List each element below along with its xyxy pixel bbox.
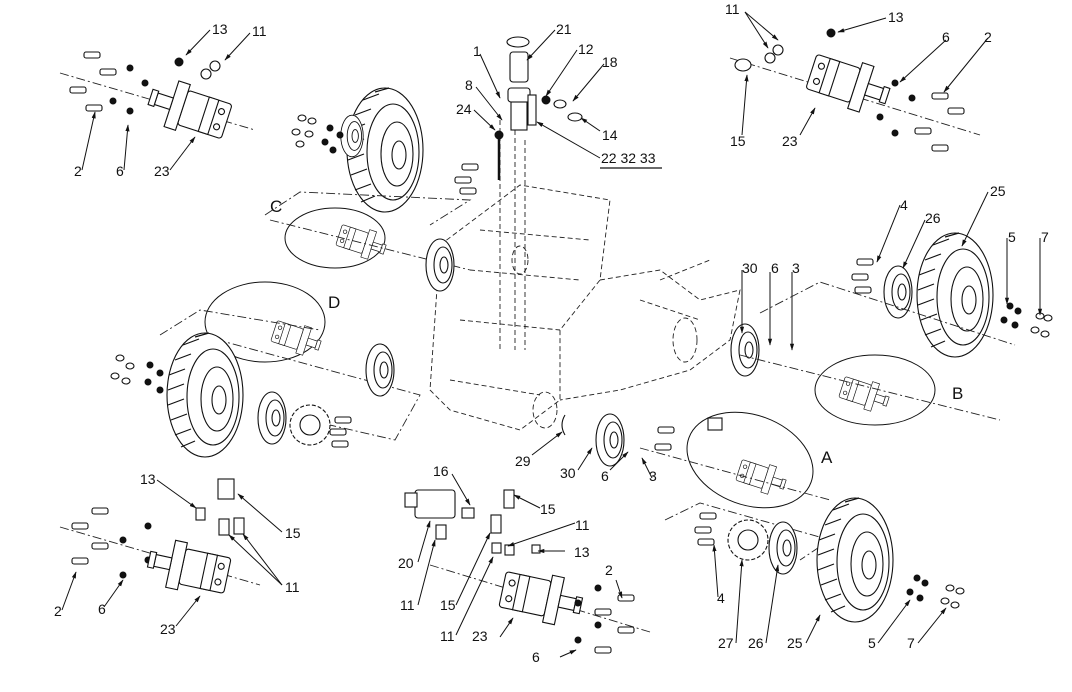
label-26: 26 xyxy=(748,635,764,651)
label-2: 2 xyxy=(54,603,62,619)
hub-group-center xyxy=(561,411,832,561)
label-11: 11 xyxy=(440,628,455,644)
label-11: 11 xyxy=(252,23,267,39)
label-13: 13 xyxy=(140,471,156,487)
label-6: 6 xyxy=(942,29,950,45)
hydraulic-motor xyxy=(497,565,587,630)
label-11: 11 xyxy=(285,579,300,595)
label-8: 8 xyxy=(465,77,473,93)
label-4: 4 xyxy=(717,590,725,606)
label-30: 30 xyxy=(560,465,576,481)
callout-letter-b: B xyxy=(952,384,963,403)
label-6: 6 xyxy=(98,601,106,617)
leader-lines xyxy=(61,11,1043,658)
label-22-32-33: 22 32 33 xyxy=(601,150,656,166)
label-1: 1 xyxy=(473,43,481,59)
label-6: 6 xyxy=(532,649,540,665)
label-3: 3 xyxy=(792,260,800,276)
label-15: 15 xyxy=(730,133,746,149)
label-2: 2 xyxy=(605,562,613,578)
label-24: 24 xyxy=(456,101,472,117)
label-30: 30 xyxy=(742,260,758,276)
motor-group-top-left xyxy=(59,51,256,146)
callout-letter-d: D xyxy=(328,293,340,312)
label-7: 7 xyxy=(907,635,915,651)
hydraulic-motor xyxy=(803,47,896,120)
label-26: 26 xyxy=(925,210,941,226)
wheel-group-left xyxy=(110,281,421,458)
callout-letter-c: C xyxy=(270,197,282,216)
label-2: 2 xyxy=(74,163,82,179)
part-labels: 13 11 2 6 23 21 1 12 18 8 24 14 22 32 33… xyxy=(54,1,1049,665)
callout-letter-a: A xyxy=(821,448,833,467)
filter-assembly xyxy=(494,36,662,180)
label-6: 6 xyxy=(116,163,124,179)
label-13: 13 xyxy=(574,544,590,560)
hydraulic-motor xyxy=(143,535,233,600)
label-29: 29 xyxy=(515,453,531,469)
label-20: 20 xyxy=(398,555,414,571)
label-15: 15 xyxy=(440,597,456,613)
label-11: 11 xyxy=(575,517,590,533)
label-11: 11 xyxy=(400,597,415,613)
label-15: 15 xyxy=(285,525,301,541)
label-14: 14 xyxy=(602,127,618,143)
label-18: 18 xyxy=(602,54,618,70)
label-6: 6 xyxy=(771,260,779,276)
hydraulic-motor xyxy=(142,73,235,146)
label-13: 13 xyxy=(212,21,228,37)
chassis-frame xyxy=(429,120,741,431)
wheel-group-upper-left xyxy=(264,87,479,292)
label-11: 11 xyxy=(725,1,740,17)
label-21: 21 xyxy=(556,21,572,37)
label-27: 27 xyxy=(718,635,734,651)
label-15: 15 xyxy=(540,501,556,517)
label-4: 4 xyxy=(900,197,908,213)
label-5: 5 xyxy=(1008,229,1016,245)
label-3: 3 xyxy=(649,468,657,484)
label-6: 6 xyxy=(601,468,609,484)
label-16: 16 xyxy=(433,463,449,479)
label-23: 23 xyxy=(154,163,170,179)
label-12: 12 xyxy=(578,41,594,57)
motor-group-bottom-center xyxy=(404,489,651,654)
label-2: 2 xyxy=(984,29,992,45)
label-23: 23 xyxy=(160,621,176,637)
label-23: 23 xyxy=(472,628,488,644)
label-5: 5 xyxy=(868,635,876,651)
label-7: 7 xyxy=(1041,229,1049,245)
wheel-group-right xyxy=(730,232,1053,426)
label-25: 25 xyxy=(990,183,1006,199)
wheel-group-bottom-right xyxy=(694,497,965,623)
label-13: 13 xyxy=(888,9,904,25)
label-23: 23 xyxy=(782,133,798,149)
motor-group-bottom-left xyxy=(59,478,261,600)
label-25: 25 xyxy=(787,635,803,651)
motor-group-top-right xyxy=(729,28,981,152)
